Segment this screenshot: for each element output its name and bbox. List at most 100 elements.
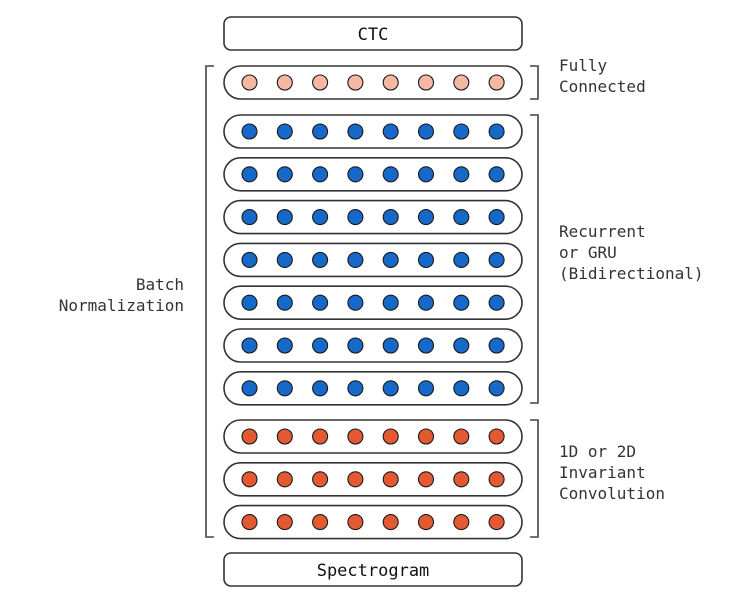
- fc-unit: [417, 74, 435, 91]
- batch-normalization-label-line-2: Normalization: [59, 296, 184, 315]
- rnn-unit: [417, 166, 435, 183]
- conv-unit: [312, 514, 329, 531]
- rnn-unit: [382, 251, 399, 268]
- fc-layer: [223, 65, 523, 100]
- conv-unit: [276, 428, 293, 445]
- rnn-unit: [276, 251, 293, 268]
- rnn-unit: [453, 166, 470, 183]
- rnn-unit: [417, 251, 435, 268]
- conv-unit: [453, 471, 470, 488]
- rnn-unit: [241, 251, 258, 268]
- rnn-unit: [488, 166, 505, 183]
- rnn-unit: [453, 294, 470, 311]
- rnn-unit: [488, 294, 505, 311]
- rnn-unit: [488, 123, 505, 140]
- rnn-unit: [488, 380, 505, 397]
- conv-unit: [312, 471, 329, 488]
- rnn-layer-outline: [223, 114, 523, 149]
- rnn-unit: [312, 380, 329, 397]
- rnn-unit: [347, 209, 364, 226]
- rnn-unit: [312, 294, 329, 311]
- rnn-unit: [347, 294, 364, 311]
- fc-unit: [382, 74, 399, 91]
- rnn-unit: [312, 251, 329, 268]
- fully-connected-label-line-2: Connected: [559, 77, 646, 96]
- rnn-unit: [382, 123, 399, 140]
- conv-unit: [417, 428, 435, 445]
- rnn-unit: [453, 209, 470, 226]
- rnn-unit: [241, 123, 258, 140]
- fc-unit: [453, 74, 470, 91]
- rnn-layer-outline: [223, 242, 523, 278]
- conv-unit: [347, 514, 364, 531]
- rnn-layer: [223, 157, 523, 192]
- conv-unit: [417, 514, 435, 531]
- convolution-label-line-3: Convolution: [559, 484, 665, 503]
- rnn-unit: [453, 123, 470, 140]
- spectrogram-box-label: Spectrogram: [317, 561, 430, 581]
- rnn-layer: [223, 242, 523, 278]
- conv-unit: [453, 428, 470, 445]
- conv-unit: [312, 428, 329, 445]
- rnn-unit: [382, 337, 399, 354]
- rnn-unit: [382, 166, 399, 183]
- ctc-box-label: CTC: [358, 25, 389, 45]
- rnn-unit: [417, 123, 435, 140]
- rnn-layer: [223, 199, 523, 235]
- rnn-unit: [382, 380, 399, 397]
- fully-connected-label-line-1: Fully: [559, 56, 608, 75]
- conv-unit: [488, 428, 505, 445]
- conv-unit: [382, 471, 399, 488]
- conv-layer: [223, 461, 523, 497]
- conv-unit: [488, 471, 505, 488]
- spectrogram-box: Spectrogram: [223, 552, 523, 587]
- recurrent-label-line-2: or GRU: [559, 243, 617, 262]
- fc-unit: [276, 74, 293, 91]
- rnn-unit: [312, 209, 329, 226]
- fc-layer-outline: [223, 65, 523, 100]
- rnn-layer: [223, 328, 523, 363]
- rnn-unit: [417, 380, 435, 397]
- rnn-unit: [417, 294, 435, 311]
- rnn-unit: [453, 251, 470, 268]
- rnn-unit: [488, 209, 505, 226]
- conv-unit: [241, 428, 258, 445]
- recurrent-label-line-3: (Bidirectional): [559, 264, 704, 283]
- fully-connected-bracket: [530, 65, 539, 100]
- rnn-unit: [453, 380, 470, 397]
- rnn-unit: [241, 337, 258, 354]
- recurrent-bracket: [530, 114, 539, 404]
- rnn-unit: [276, 294, 293, 311]
- conv-unit: [276, 471, 293, 488]
- ctc-box: CTC: [223, 16, 523, 51]
- fc-unit: [312, 74, 329, 91]
- conv-layer: [223, 419, 523, 454]
- conv-unit: [382, 514, 399, 531]
- fc-unit: [347, 74, 364, 91]
- rnn-layer: [223, 285, 523, 321]
- rnn-unit: [241, 380, 258, 397]
- rnn-unit: [241, 209, 258, 226]
- batch-normalization-label-line-1: Batch: [136, 275, 184, 294]
- conv-unit: [347, 428, 364, 445]
- rnn-unit: [312, 123, 329, 140]
- rnn-unit: [488, 337, 505, 354]
- rnn-unit: [241, 294, 258, 311]
- rnn-layer-outline: [223, 370, 523, 406]
- convolution-label-line-2: Invariant: [559, 463, 646, 482]
- recurrent-label-line-1: Recurrent: [559, 222, 646, 241]
- conv-unit: [382, 428, 399, 445]
- rnn-unit: [312, 166, 329, 183]
- rnn-layer-outline: [223, 285, 523, 321]
- rnn-unit: [276, 209, 293, 226]
- rnn-unit: [488, 251, 505, 268]
- rnn-unit: [347, 337, 364, 354]
- conv-layer-outline: [223, 461, 523, 497]
- fc-unit: [241, 74, 258, 91]
- rnn-unit: [312, 337, 329, 354]
- rnn-layer: [223, 114, 523, 149]
- rnn-unit: [382, 209, 399, 226]
- conv-unit: [347, 471, 364, 488]
- conv-unit: [241, 471, 258, 488]
